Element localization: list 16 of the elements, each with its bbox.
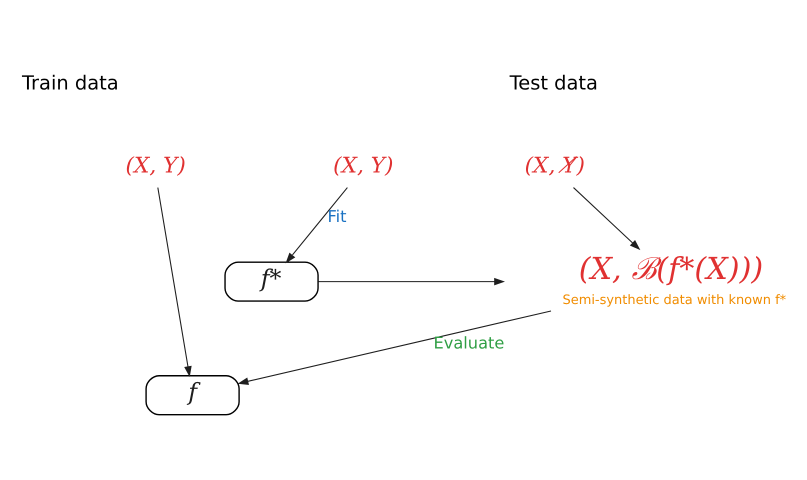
arrow: [573, 187, 640, 250]
edge-label: Fit: [327, 207, 346, 226]
arrow: [286, 187, 348, 264]
edge-label: Evaluate: [434, 334, 504, 353]
node-box: f: [145, 375, 240, 416]
node-text: (X, Y): [333, 153, 394, 178]
label: Test data: [510, 72, 598, 95]
arrow: [157, 187, 192, 378]
arrow: [318, 278, 505, 286]
node-text: (X, Y̸): [524, 153, 585, 178]
label: Train data: [22, 72, 119, 95]
arrow: [238, 310, 552, 385]
node-text: (X, ℬ(f*(X))): [578, 252, 764, 287]
node-label: Semi-synthetic data with known f*: [562, 292, 786, 308]
node-text: (X, Y): [126, 153, 186, 178]
node-box: f*: [224, 261, 319, 302]
